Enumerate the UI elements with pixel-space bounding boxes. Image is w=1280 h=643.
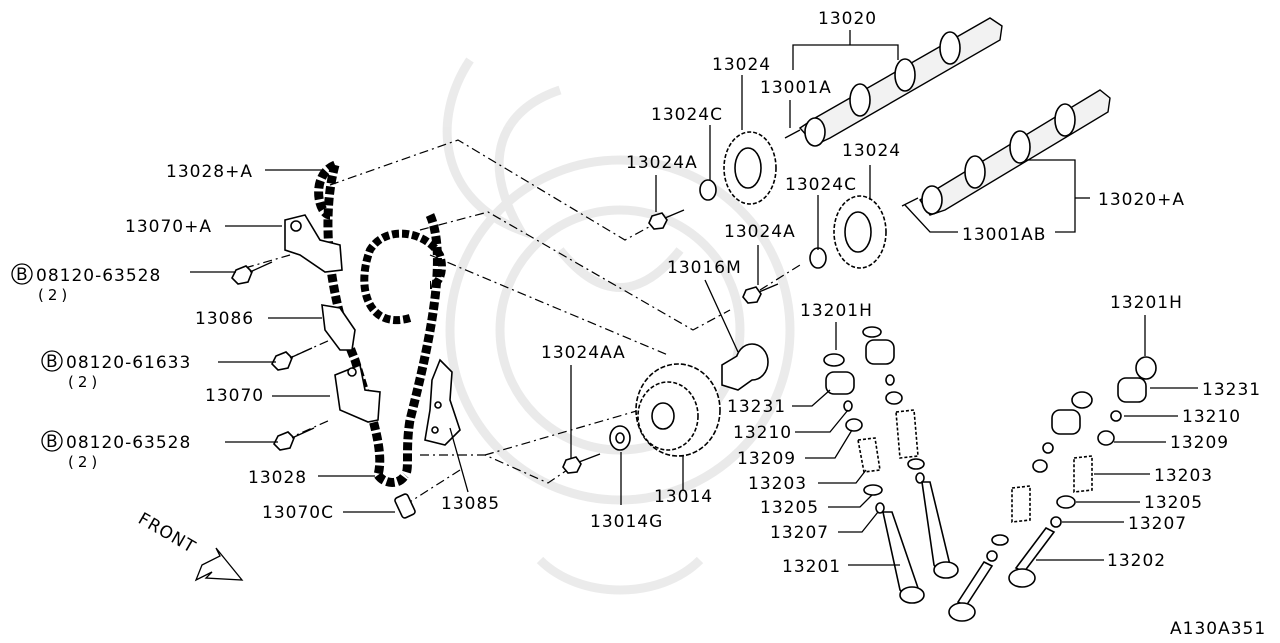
cam-sprocket-13024-lower <box>833 195 887 269</box>
idler-sprocket-13014 <box>635 363 721 457</box>
bolt-code-3: 08120-63528 <box>66 433 191 453</box>
front-label: FRONT <box>135 509 200 558</box>
b-marker-3: B <box>46 432 59 452</box>
label-13028: 13028 <box>248 468 307 488</box>
valve-train-right-inner <box>948 391 1093 622</box>
label-13209-left: 13209 <box>737 449 796 469</box>
b-marker-2: B <box>46 352 59 372</box>
chain-guide-13086 <box>321 304 356 351</box>
label-13020A: 13020+A <box>1098 190 1185 210</box>
label-13070A: 13070+A <box>125 217 212 237</box>
chain-tensioner-13070A <box>284 214 343 273</box>
label-13014G: 13014G <box>590 512 663 532</box>
label-13209-right: 13209 <box>1170 433 1229 453</box>
bolt-08120-61633 <box>271 347 313 371</box>
front-arrow-icon: FRONT <box>135 509 244 582</box>
b-marker-icon <box>11 263 33 285</box>
camshaft-13020A <box>901 89 1111 216</box>
label-13207-right: 13207 <box>1128 514 1187 534</box>
b-marker-1: B <box>16 265 29 285</box>
label-13024-mid: 13024 <box>842 141 901 161</box>
bolt-08120-63528-b <box>273 427 315 451</box>
label-13210-left: 13210 <box>733 423 792 443</box>
bolt-qty-2: (2) <box>68 373 101 391</box>
bolt-reference-3: B 08120-63528 (2) <box>41 430 191 471</box>
label-13024A-right: 13024A <box>724 222 796 242</box>
bolt-reference-1: B 08120-63528 (2) <box>11 263 161 304</box>
watermark-emblem <box>442 57 795 595</box>
label-13210-right: 13210 <box>1182 407 1241 427</box>
label-13205-right: 13205 <box>1144 493 1203 513</box>
bolt-13024A-upper <box>648 209 685 230</box>
label-13203-right: 13203 <box>1154 466 1213 486</box>
bolt-qty-1: (2) <box>38 286 71 304</box>
label-13028A: 13028+A <box>166 162 253 182</box>
valve-train-center <box>862 326 959 579</box>
label-13020: 13020 <box>818 9 877 29</box>
label-13086: 13086 <box>195 309 254 329</box>
figure-id: A130A351 <box>1170 619 1266 639</box>
timing-chain-secondary <box>360 229 446 324</box>
label-13016M: 13016M <box>667 258 742 278</box>
b-marker-icon <box>41 430 63 452</box>
washer-13024C-upper <box>699 179 717 201</box>
bolt-13070C <box>394 493 416 519</box>
camshaft-13020 <box>784 17 1003 147</box>
bolt-13024A-lower <box>742 283 779 304</box>
label-13201H-right: 13201H <box>1110 293 1183 313</box>
label-13205-left: 13205 <box>760 498 819 518</box>
chain-tensioner-13070 <box>334 363 381 423</box>
label-13024C-left: 13024C <box>651 105 723 125</box>
label-13001A: 13001A <box>760 78 832 98</box>
bolt-code-1: 08120-63528 <box>36 266 161 286</box>
bolt-08120-63528-a <box>231 261 273 285</box>
bolt-13024AA <box>562 453 601 474</box>
label-13024C-right: 13024C <box>785 175 857 195</box>
washer-13024C-lower <box>809 247 827 269</box>
idler-shaft-13016M <box>721 343 769 391</box>
valve-train-right <box>1008 356 1157 588</box>
label-13024-top: 13024 <box>712 55 771 75</box>
valve-train-left <box>823 353 925 604</box>
label-13024AA: 13024AA <box>541 343 626 363</box>
label-13014: 13014 <box>654 487 713 507</box>
label-13070C: 13070C <box>262 503 334 523</box>
callout-labels: 13020 13024 13001A 13024C 13024 13024A 1… <box>125 9 1266 639</box>
bolt-qty-3: (2) <box>68 453 101 471</box>
label-13207-left: 13207 <box>770 523 829 543</box>
b-marker-icon <box>41 350 63 372</box>
label-13085: 13085 <box>441 494 500 514</box>
bolt-reference-2: B 08120-61633 (2) <box>41 350 191 391</box>
label-13231-right: 13231 <box>1202 380 1261 400</box>
label-13201: 13201 <box>782 557 841 577</box>
bolt-code-2: 08120-61633 <box>66 353 191 373</box>
label-13024A-left: 13024A <box>626 153 698 173</box>
label-13070: 13070 <box>205 386 264 406</box>
leader-lines <box>190 30 1198 566</box>
chain-guide-13085 <box>424 358 461 446</box>
cam-sprocket-13024-upper <box>723 131 777 205</box>
label-13231-left: 13231 <box>727 397 786 417</box>
washer-13014G <box>609 425 631 451</box>
label-13201H-left: 13201H <box>800 301 873 321</box>
label-13001AB: 13001AB <box>962 225 1046 245</box>
label-13203-left: 13203 <box>748 474 807 494</box>
label-13202: 13202 <box>1107 551 1166 571</box>
